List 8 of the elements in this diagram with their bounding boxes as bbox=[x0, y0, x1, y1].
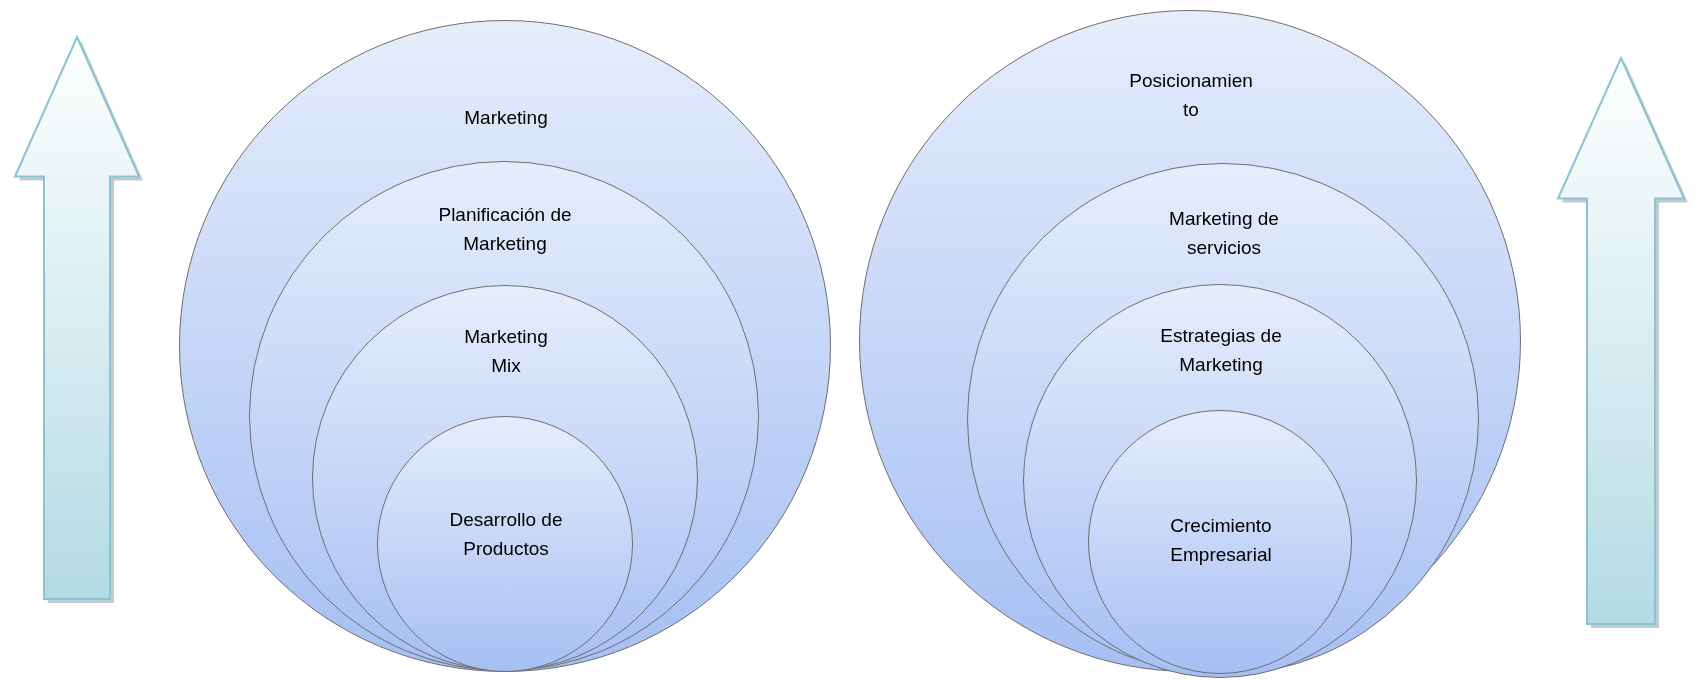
circle-label: Planificación de Marketing bbox=[437, 203, 573, 256]
circle-label: Estrategias de Marketing bbox=[1159, 324, 1283, 377]
circle-label: Crecimiento Empresarial bbox=[1169, 514, 1273, 567]
circle-label: Marketing Mix bbox=[463, 325, 549, 378]
circle-label: Desarrollo de Productos bbox=[448, 508, 564, 561]
circle-label: Marketing de servicios bbox=[1168, 207, 1280, 260]
circle-label: Posicionamien to bbox=[1128, 69, 1254, 122]
circle-label: Marketing bbox=[463, 106, 549, 130]
